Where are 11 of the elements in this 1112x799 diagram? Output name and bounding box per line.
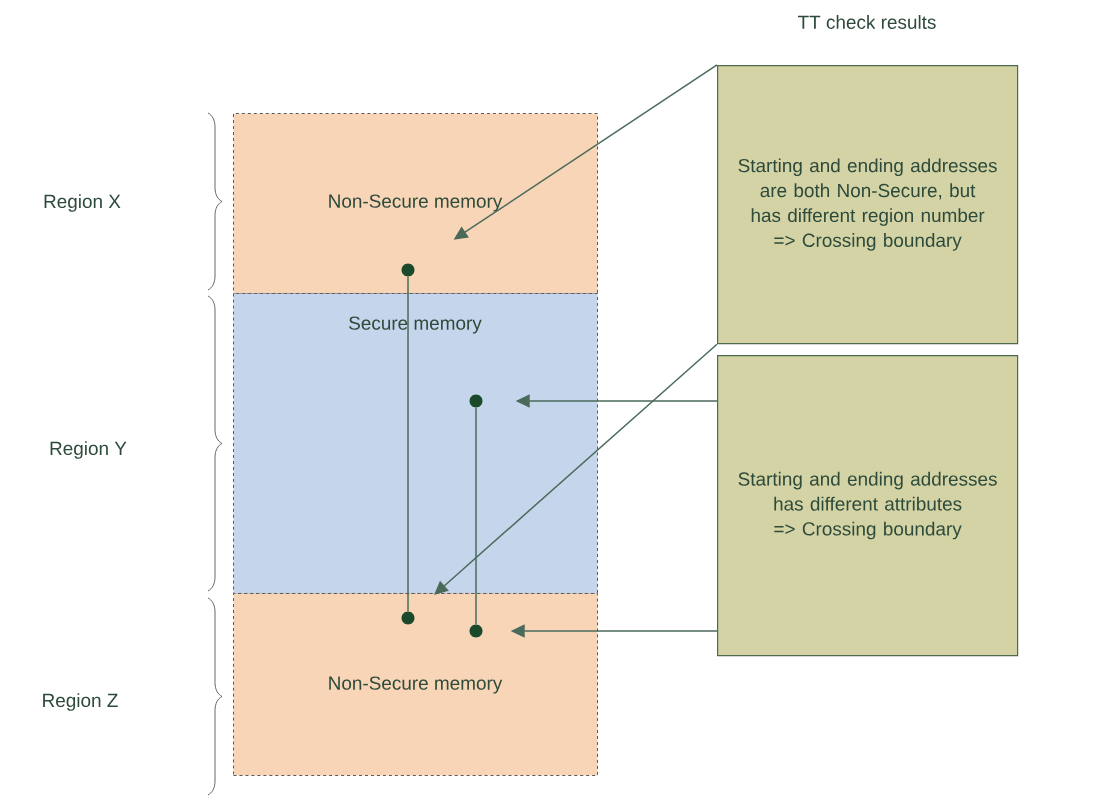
region-label: Region Y <box>50 441 127 459</box>
connector-line <box>407 275 409 613</box>
region-label: Region Z <box>43 693 118 711</box>
heading: TT check results <box>798 15 936 29</box>
arrow <box>434 343 718 595</box>
memory-region: Non-Secure memory <box>233 113 598 294</box>
memory-region: Non-Secure memory <box>233 593 598 776</box>
result-box: Starting and ending addresses are both Non-Secure, but has different region number => Crossing boundary <box>717 65 1019 345</box>
result-box: Starting and ending addresses has different attributes => Crossing boundary <box>717 355 1019 657</box>
region-label: Region X <box>44 194 121 212</box>
connector-line <box>475 406 477 626</box>
